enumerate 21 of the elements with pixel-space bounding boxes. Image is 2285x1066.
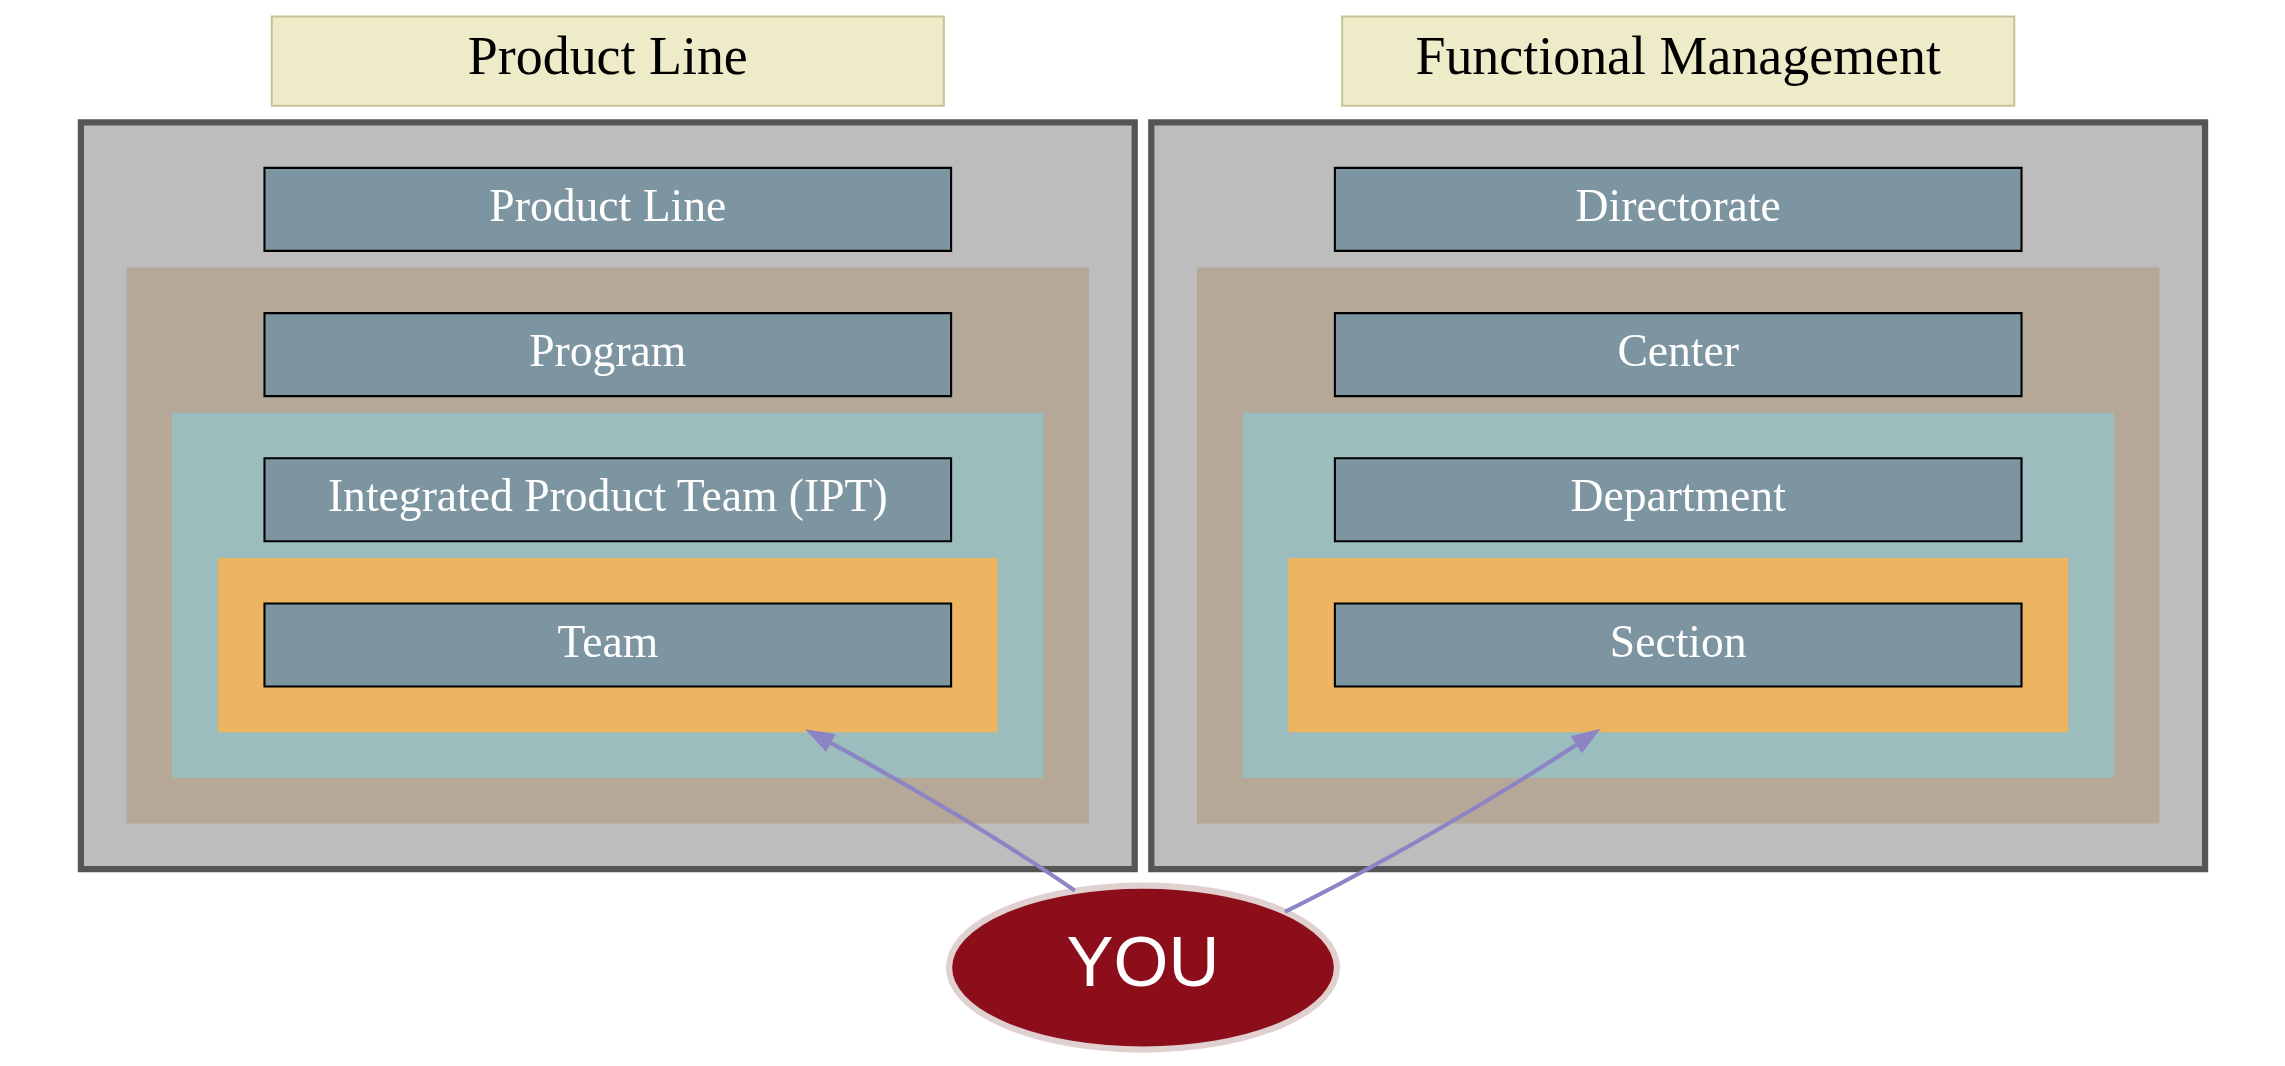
node-box: Product Line bbox=[262, 166, 952, 252]
node-box: Section bbox=[1333, 602, 2023, 688]
cluster bbox=[217, 557, 998, 733]
node-box: Program bbox=[262, 312, 952, 398]
node-ellipse: YOU bbox=[945, 882, 1340, 1053]
node-box: Team bbox=[262, 602, 952, 688]
cluster bbox=[1287, 557, 2068, 733]
cluster bbox=[126, 267, 1089, 824]
node-box: Directorate bbox=[1333, 166, 2023, 252]
node-box: Center bbox=[1333, 312, 2023, 398]
node-box: Department bbox=[1333, 457, 2023, 543]
cluster bbox=[77, 119, 1138, 873]
cluster bbox=[1147, 119, 2208, 873]
cluster bbox=[1196, 267, 2159, 824]
arrow bbox=[804, 729, 1076, 893]
cluster bbox=[171, 412, 1043, 778]
node-box: Functional Management bbox=[1340, 15, 2015, 107]
node-box: Product Line bbox=[270, 15, 945, 107]
node-box: Integrated Product Team (IPT) bbox=[262, 457, 952, 543]
arrow bbox=[1283, 728, 1600, 914]
cluster bbox=[1242, 412, 2114, 778]
